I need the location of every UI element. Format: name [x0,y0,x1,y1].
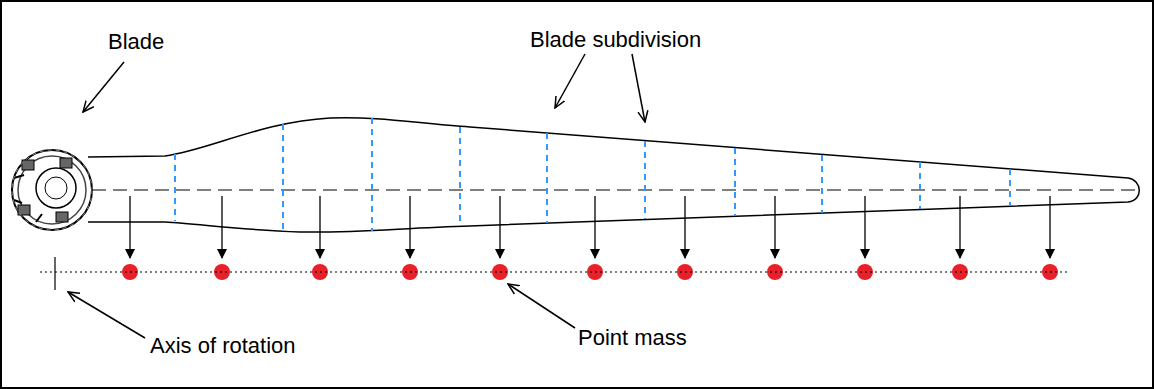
callout-label: Point mass [578,326,687,350]
projection-arrow [221,196,222,258]
projection-arrow [129,196,130,258]
projection-arrow [409,196,410,258]
blade-axis [92,189,1140,190]
projection-arrow [684,196,685,258]
projection-arrow [864,196,865,258]
callout-label: Blade [108,30,164,54]
rotation-line [40,272,1068,273]
subdivision-lines [175,118,1010,231]
projection-arrow [499,196,500,258]
projection-arrow [774,196,775,258]
leader-lines [68,54,645,338]
point-masses [122,196,1058,280]
projection-arrow [319,196,320,258]
hub [12,150,92,230]
callout-label: Blade subdivision [530,28,701,52]
projection-arrow [1049,196,1050,258]
callout-label: Axis of rotation [150,334,296,358]
projection-arrow [594,196,595,258]
projection-arrow [959,196,960,258]
blade-outline [88,118,1139,232]
axis-tick [54,257,55,290]
